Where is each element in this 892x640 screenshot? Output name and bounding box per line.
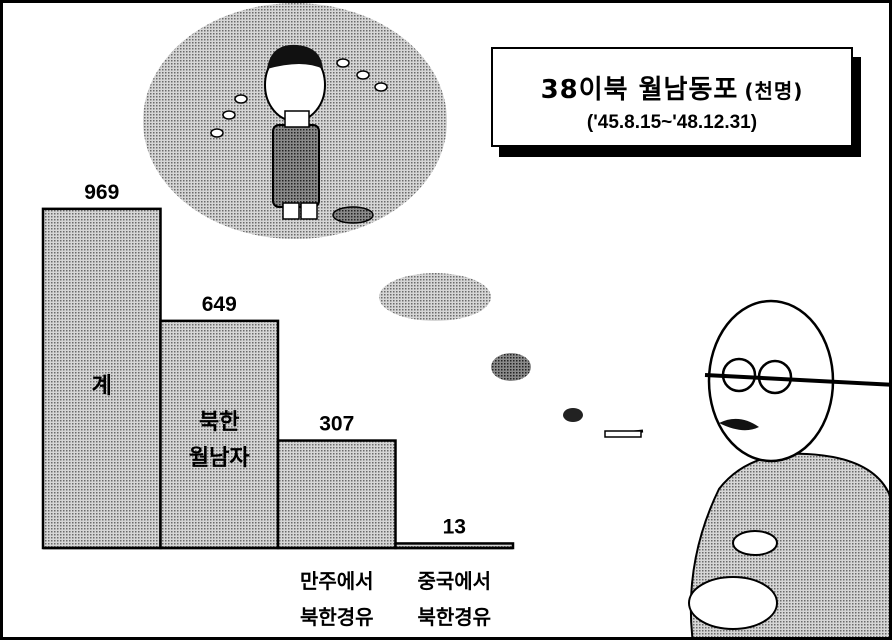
chart-title-line: 38이북 월남동포(천명) xyxy=(493,69,851,106)
bar-1 xyxy=(159,319,280,550)
young-man-illustration xyxy=(143,3,447,239)
data-label-3: 13 xyxy=(443,515,466,538)
title-box: 38이북 월남동포(천명) ('45.8.15~'48.12.31) xyxy=(491,47,853,147)
category-label-1-0: 북한 xyxy=(199,410,239,435)
chart-subtitle: ('45.8.15~'48.12.31) xyxy=(586,112,758,133)
chart-title: 38이북 월남동포 xyxy=(540,75,739,105)
old-man-illustration xyxy=(604,299,889,637)
category-label-2-1: 북한경유 xyxy=(300,605,374,629)
category-label-3-0: 중국에서 xyxy=(417,569,491,593)
category-label-3-1: 북한경유 xyxy=(417,605,491,629)
smoke-puffs-illustration xyxy=(379,273,583,422)
data-label-1: 649 xyxy=(202,293,237,316)
chart-unit: (천명) xyxy=(744,79,804,103)
category-label-1-1: 월남자 xyxy=(189,446,250,471)
data-label-2: 307 xyxy=(319,413,354,436)
data-label-0: 969 xyxy=(84,181,119,204)
bar-2 xyxy=(276,439,397,550)
category-label-0-0: 계 xyxy=(92,374,112,399)
bar-0 xyxy=(41,207,162,550)
category-label-2-0: 만주에서 xyxy=(300,569,374,593)
